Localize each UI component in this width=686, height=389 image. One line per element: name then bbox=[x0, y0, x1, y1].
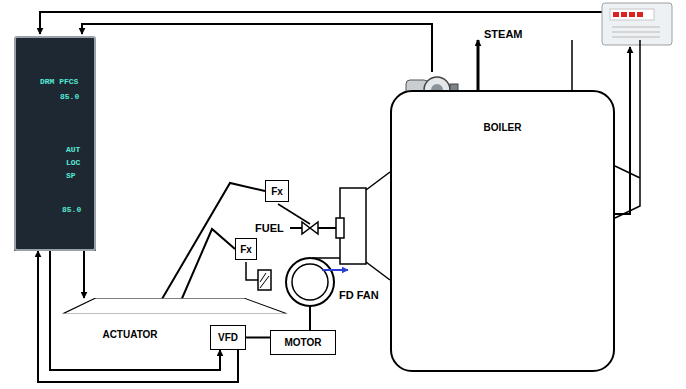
process-box: VFD bbox=[210, 325, 246, 350]
signal-connector bbox=[177, 229, 235, 310]
display-readout: 85.0 bbox=[60, 93, 79, 102]
process-box: MOTOR bbox=[270, 330, 336, 355]
display-readout: LOC bbox=[66, 159, 80, 168]
damper-linkage bbox=[246, 262, 258, 280]
boiler-vessel: BOILER bbox=[390, 90, 615, 372]
actuator-outline bbox=[62, 298, 198, 356]
node-label: VFD bbox=[218, 332, 238, 343]
node-label: BOILER bbox=[484, 122, 522, 133]
display-readout: AUT bbox=[66, 146, 80, 155]
part-label: FD FAN bbox=[339, 289, 379, 301]
part-label: STEAM bbox=[484, 28, 523, 40]
node-label: Fx bbox=[271, 186, 283, 197]
valve-linkage bbox=[278, 204, 310, 224]
display-readout: DRM PFCS bbox=[40, 78, 78, 87]
signal-connector bbox=[38, 251, 238, 382]
controller-panel: DRM PFCS85.0AUTLOCSP85.0 bbox=[14, 36, 96, 251]
display-readout: SP bbox=[66, 172, 76, 181]
process-box: Fx bbox=[235, 238, 257, 260]
pressure-signal-wire bbox=[82, 24, 432, 72]
node-label: ACTUATOR bbox=[102, 329, 157, 340]
node-label: MOTOR bbox=[284, 337, 321, 348]
burner bbox=[336, 172, 390, 280]
part-label: FUEL bbox=[255, 222, 284, 234]
steam-arrow bbox=[477, 40, 480, 90]
signal-connector bbox=[83, 251, 85, 298]
o2-analyzer bbox=[602, 3, 672, 45]
display-readout: 85.0 bbox=[62, 206, 81, 215]
fan-shaft bbox=[309, 306, 311, 330]
signal-connector bbox=[162, 183, 265, 299]
process-box: Fx bbox=[265, 180, 289, 202]
signal-connector bbox=[246, 337, 270, 339]
actuator-block: ACTUATOR bbox=[62, 298, 198, 356]
fan-damper bbox=[258, 270, 271, 290]
node-label: Fx bbox=[240, 244, 252, 255]
fd-fan bbox=[286, 258, 348, 306]
